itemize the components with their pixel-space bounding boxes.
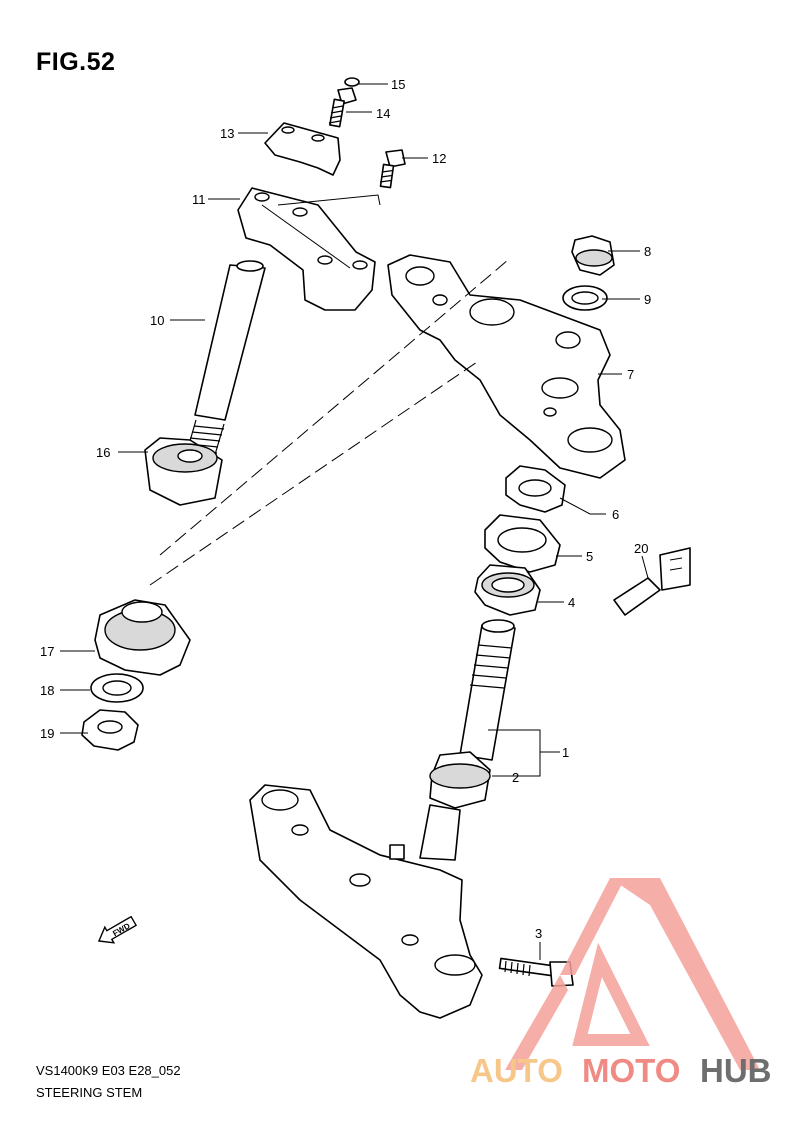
fwd-arrow-icon: FWD [97, 915, 138, 944]
callout-8: 8 [644, 244, 651, 259]
part-16-nut [144, 437, 223, 506]
part-10-stem-upper [185, 260, 266, 459]
figure-caption: STEERING STEM [36, 1085, 143, 1100]
part-12-bolt [379, 149, 406, 189]
model-code: VS1400K9 E03 E28_052 [36, 1063, 181, 1078]
callout-13: 13 [220, 126, 234, 141]
callout-11: 11 [192, 192, 206, 207]
callout-16: 16 [96, 445, 110, 460]
callout-15: 15 [391, 77, 405, 92]
part-11-holder-lower [237, 187, 376, 311]
part-1-steering-stem [249, 619, 516, 1019]
part-9-washer [562, 285, 608, 311]
part-6-nut [505, 465, 566, 513]
part-5-race [484, 514, 561, 573]
watermark-moto: MOTO [582, 1052, 680, 1089]
callout-17: 17 [40, 644, 54, 659]
part-19-nut [81, 709, 139, 751]
callout-7: 7 [627, 367, 634, 382]
callout-19: 19 [40, 726, 54, 741]
callout-5: 5 [586, 549, 593, 564]
figure-title: FIG.52 [36, 48, 116, 76]
callout-20: 20 [634, 541, 648, 556]
part-14-bolt [328, 87, 357, 128]
watermark-hub: HUB [700, 1052, 772, 1089]
watermark-logo-icon [505, 878, 760, 1070]
part-15-cap [344, 77, 360, 87]
callout-18: 18 [40, 683, 54, 698]
part-8-cap [571, 235, 615, 276]
callout-14: 14 [376, 106, 390, 121]
part-20-sensor [613, 547, 691, 616]
callout-6: 6 [612, 507, 619, 522]
callout-12: 12 [432, 151, 446, 166]
callout-1: 1 [562, 745, 569, 760]
part-7-upper-bracket [387, 254, 626, 479]
part-17-housing [94, 599, 191, 676]
part-4-bearing [474, 564, 541, 616]
callout-10: 10 [150, 313, 164, 328]
watermark-auto: AUTO [470, 1052, 563, 1089]
part-13-holder-upper [264, 122, 341, 176]
callout-2: 2 [512, 770, 519, 785]
callout-4: 4 [568, 595, 575, 610]
callout-3: 3 [535, 926, 542, 941]
part-18-washer [90, 673, 144, 703]
callout-leaders [60, 83, 649, 960]
callout-9: 9 [644, 292, 651, 307]
